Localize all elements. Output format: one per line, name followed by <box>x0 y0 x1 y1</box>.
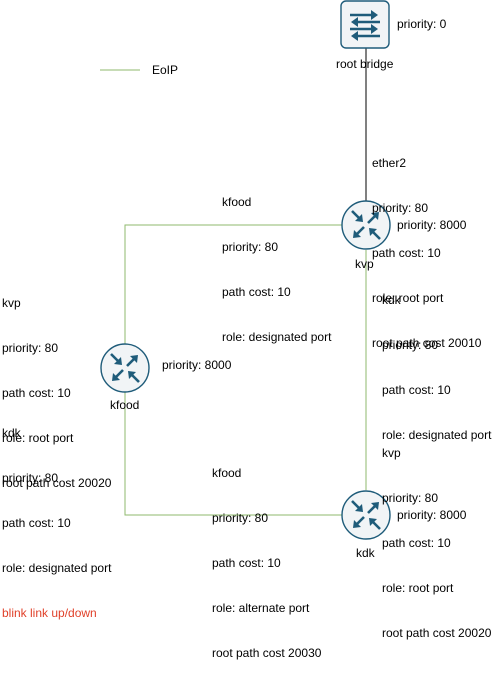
kdk-caption: kdk <box>356 546 375 560</box>
blink-link-note: blink link up/down <box>2 606 97 620</box>
port-priority: priority: 80 <box>382 491 439 505</box>
eoip-link-kfood-kdk <box>124 390 343 516</box>
port-path-cost: path cost: 10 <box>372 246 441 260</box>
port-label-kvp-ether2: ether2 priority: 80 path cost: 10 role: … <box>372 126 481 366</box>
port-root-path-cost: root path cost 20030 <box>212 646 322 660</box>
switch-icon <box>340 0 390 49</box>
port-name: kdk <box>2 426 21 440</box>
router-icon <box>100 343 150 393</box>
port-role: role: designated port <box>382 428 492 442</box>
kfood-priority: priority: 8000 <box>162 358 232 372</box>
port-label-kfood-kvp: kvp priority: 80 path cost: 10 role: roo… <box>2 266 111 506</box>
port-path-cost: path cost: 10 <box>222 285 291 299</box>
port-role: role: designated port <box>2 561 112 575</box>
port-role: role: designated port <box>222 330 332 344</box>
port-root-path-cost: root path cost 20020 <box>382 626 492 640</box>
port-root-path-cost: root path cost 20020 <box>2 476 112 490</box>
port-role: role: root port <box>382 581 454 595</box>
port-label-kdk-kfood: kfood priority: 80 path cost: 10 role: a… <box>212 436 321 676</box>
port-name: kvp <box>382 446 401 460</box>
port-role: role: root port <box>2 431 74 445</box>
port-priority: priority: 80 <box>2 471 59 485</box>
legend-label: EoIP <box>152 63 179 77</box>
port-priority: priority: 80 <box>372 201 429 215</box>
root-bridge-caption: root bridge <box>336 57 394 71</box>
port-priority: priority: 80 <box>222 240 279 254</box>
port-role: role: root port <box>372 291 444 305</box>
port-name: kvp <box>2 296 21 310</box>
port-path-cost: path cost: 10 <box>2 386 71 400</box>
port-label-kvp-kfood: kfood priority: 80 path cost: 10 role: d… <box>222 165 331 360</box>
port-role: role: alternate port <box>212 601 310 615</box>
eoip-link-kvp-kfood <box>124 224 343 345</box>
port-label-kfood-kdk: kdk priority: 80 path cost: 10 role: des… <box>2 396 111 636</box>
kvp-priority: priority: 8000 <box>397 218 467 232</box>
router-icon <box>341 200 391 250</box>
port-name: kdk <box>382 293 401 307</box>
port-priority: priority: 80 <box>2 341 59 355</box>
router-kfood[interactable] <box>100 343 150 396</box>
links-layer <box>100 48 367 516</box>
root-bridge-switch[interactable] <box>340 0 390 53</box>
kfood-caption: kfood <box>110 398 140 412</box>
port-path-cost: path cost: 10 <box>382 383 451 397</box>
port-path-cost: path cost: 10 <box>212 556 281 570</box>
router-kvp[interactable] <box>341 200 391 253</box>
port-path-cost: path cost: 10 <box>382 536 451 550</box>
port-name: ether2 <box>372 156 407 170</box>
kdk-priority: priority: 8000 <box>397 508 467 522</box>
router-kdk[interactable] <box>341 490 391 543</box>
kvp-caption: kvp <box>355 257 374 271</box>
port-label-kvp-kdk: kdk priority: 80 path cost: 10 role: des… <box>382 263 491 458</box>
port-name: kfood <box>222 195 252 209</box>
port-root-path-cost: root path cost 20010 <box>372 336 482 350</box>
port-priority: priority: 80 <box>212 511 269 525</box>
port-path-cost: path cost: 10 <box>2 516 71 530</box>
root-bridge-priority: priority: 0 <box>397 17 447 31</box>
port-label-kdk-kvp: kvp priority: 80 path cost: 10 role: roo… <box>382 416 491 656</box>
router-icon <box>341 490 391 540</box>
port-name: kfood <box>212 466 242 480</box>
port-priority: priority: 80 <box>382 338 439 352</box>
